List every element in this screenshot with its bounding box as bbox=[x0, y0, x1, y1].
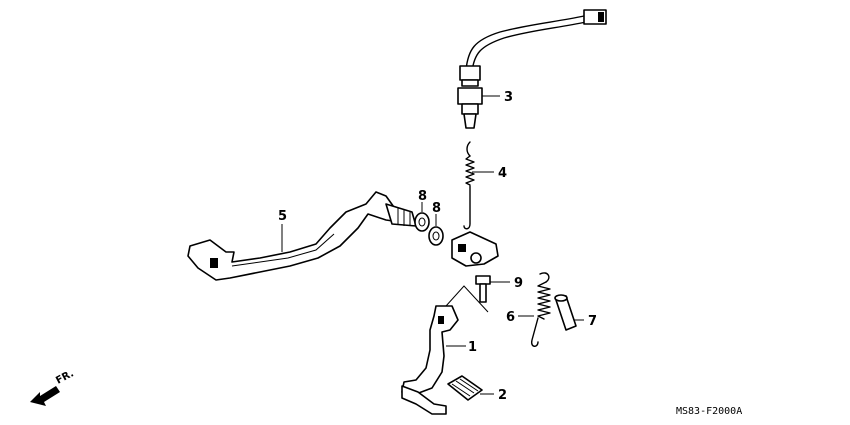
callout-2: 2 bbox=[498, 388, 507, 403]
stopper-bracket bbox=[451, 231, 499, 267]
pedal-rubber-part-2 bbox=[447, 375, 494, 401]
callout-1: 1 bbox=[468, 340, 477, 355]
front-label: FR. bbox=[54, 368, 76, 386]
neutral-switch-part-3 bbox=[457, 9, 607, 129]
washer-part-8a bbox=[414, 202, 430, 232]
collar-part-7 bbox=[554, 294, 584, 331]
bolt-part-9 bbox=[475, 275, 510, 303]
callout-8b: 8 bbox=[432, 201, 441, 216]
drawing-code: MS83-F2000A bbox=[676, 406, 742, 417]
callout-4: 4 bbox=[498, 166, 507, 181]
callout-3: 3 bbox=[504, 90, 513, 105]
spring-part-4 bbox=[463, 141, 494, 230]
callout-9: 9 bbox=[514, 276, 523, 291]
shift-pedal-part-1 bbox=[401, 305, 466, 415]
callout-7: 7 bbox=[588, 314, 597, 329]
front-arrow-icon: FR. bbox=[30, 368, 76, 406]
callout-6: 6 bbox=[506, 310, 515, 325]
callout-8a: 8 bbox=[418, 189, 427, 204]
washer-part-8b bbox=[428, 214, 444, 246]
assembly-leader bbox=[445, 285, 489, 313]
callout-5: 5 bbox=[278, 209, 287, 224]
shift-arm-part-5 bbox=[187, 191, 417, 281]
spring-part-6 bbox=[518, 272, 551, 347]
